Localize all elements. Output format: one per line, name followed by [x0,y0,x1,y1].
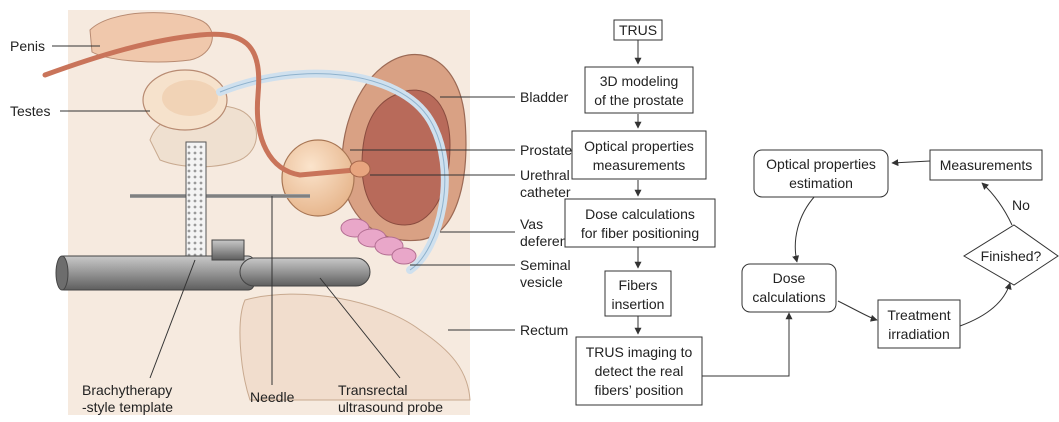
box-finished: Finished? [964,225,1058,285]
label-penis: Penis [10,38,45,54]
catheter-balloon [350,161,370,177]
svg-text:Fibers: Fibers [619,277,658,293]
svg-text:TRUS imaging to: TRUS imaging to [586,344,693,360]
svg-text:Treatment: Treatment [887,307,950,323]
label-bladder: Bladder [520,89,569,105]
box-trus: TRUS [614,20,662,40]
svg-text:Dose: Dose [773,270,806,286]
prostate [282,140,354,216]
box-dose-fiber: Dose calculations for fiber positioning [565,199,715,247]
svg-text:estimation: estimation [789,175,853,191]
label-testes: Testes [10,103,50,119]
svg-text:insertion: insertion [612,296,665,312]
label-urethral-catheter: Urethral catheter [520,167,574,200]
svg-text:for fiber positioning: for fiber positioning [581,225,699,241]
svg-text:irradiation: irradiation [888,326,949,342]
svg-text:Finished?: Finished? [981,248,1042,264]
box-treatment: Treatment irradiation [878,300,960,348]
flowchart: No TRUS 3D modeling of the prostate Opti… [565,20,1058,405]
box-3d-modeling: 3D modeling of the prostate [585,67,693,113]
svg-text:calculations: calculations [752,289,825,305]
svg-text:measurements: measurements [593,157,686,173]
label-template: Brachytherapy -style template [82,382,176,415]
svg-text:of the prostate: of the prostate [594,92,684,108]
svg-text:3D modeling: 3D modeling [600,73,679,89]
svg-text:Optical properties: Optical properties [766,156,876,172]
svg-text:detect the real: detect the real [595,363,684,379]
box-measurements: Measurements [930,150,1042,180]
label-rectum: Rectum [520,322,568,338]
label-seminal-vesicle: Seminal vesicle [520,257,574,290]
brachytherapy-template [186,142,206,272]
box-fibers-insertion: Fibers insertion [605,271,671,316]
no-label: No [1012,197,1030,213]
svg-text:Measurements: Measurements [940,157,1033,173]
box-trus-imaging: TRUS imaging to detect the real fibers’ … [576,337,702,405]
box-optical-estimation: Optical properties estimation [754,150,888,197]
box-optical-measurements: Optical properties measurements [572,131,706,179]
label-prostate: Prostate [520,142,572,158]
svg-text:fibers’ position: fibers’ position [595,382,684,398]
svg-text:Dose calculations: Dose calculations [585,206,695,222]
svg-text:Optical properties: Optical properties [584,138,694,154]
svg-text:TRUS: TRUS [619,22,657,38]
label-needle: Needle [250,389,295,405]
box-dose-calculations: Dose calculations [742,264,836,312]
anatomy-illustration: Penis Testes Bladder Prostate Urethral c… [10,10,574,415]
